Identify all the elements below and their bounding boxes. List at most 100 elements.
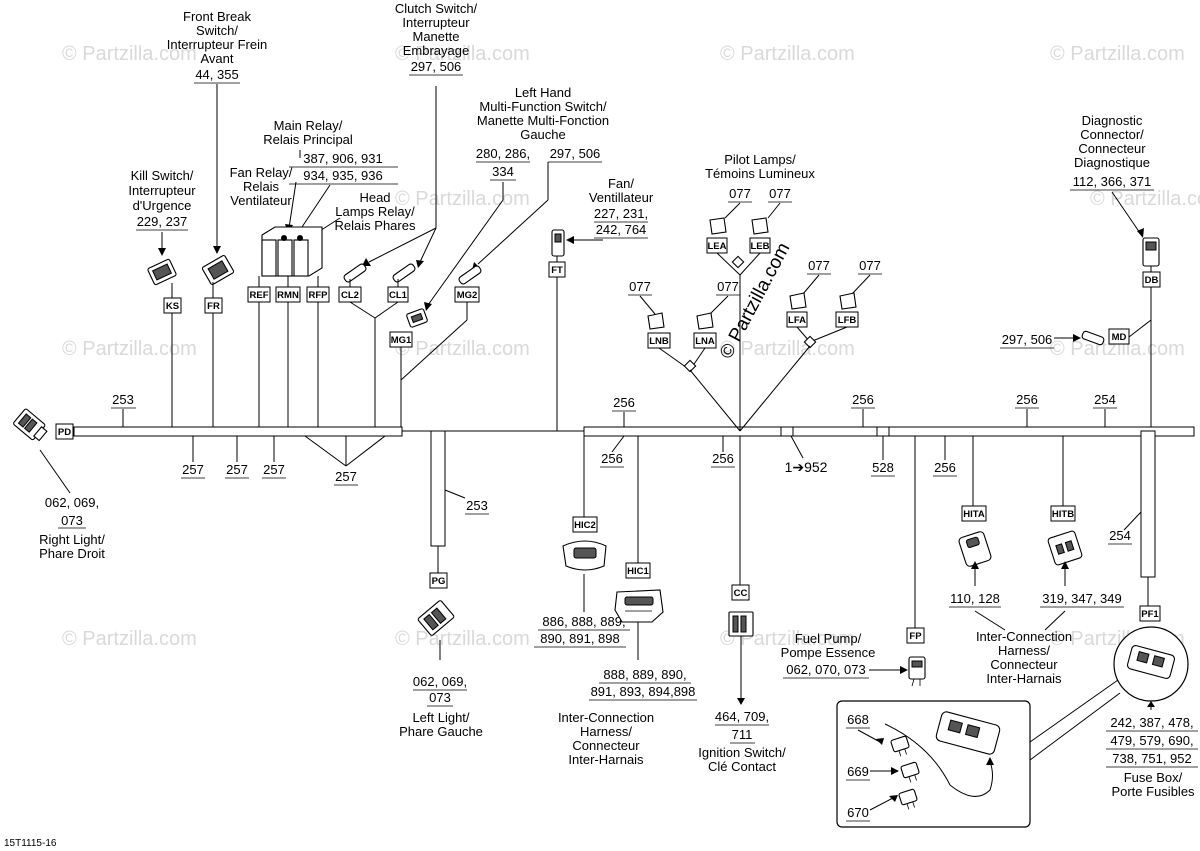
- pilot-lamps-group: Pilot Lamps/ Témoins Lumineux 077 077 LE…: [628, 152, 882, 432]
- fuse-670: 670: [847, 805, 869, 820]
- pilot-077: 077: [859, 258, 881, 273]
- tag-pg: PG: [432, 576, 446, 587]
- tag-db: DB: [1145, 275, 1159, 286]
- left-hand-label: Manette Multi-Fonction: [477, 113, 609, 128]
- harness-257: 257: [226, 462, 248, 477]
- fan-relay-label: Ventilateur: [230, 193, 292, 208]
- hic2-parts: 886, 888, 889,: [542, 614, 625, 629]
- pilot-077: 077: [629, 279, 651, 294]
- fuel-pump-parts: 062, 070, 073: [786, 662, 866, 677]
- fuse-669: 669: [847, 764, 869, 779]
- harness-ref: 1➔952: [785, 459, 828, 475]
- right-light-parts: 073: [61, 513, 83, 528]
- pilot-lamps-label: Pilot Lamps/: [724, 152, 796, 167]
- head-relay-label: Head: [359, 190, 390, 205]
- fuse-box-label: Porte Fusibles: [1111, 784, 1195, 799]
- tag-hitb: HITB: [1052, 509, 1074, 520]
- tag-lfa: LFA: [788, 315, 806, 326]
- ignition-label: Ignition Switch/: [698, 745, 786, 760]
- head-relay-label: Lamps Relay/: [335, 204, 415, 219]
- fan-label: Ventillateur: [589, 190, 654, 205]
- tag-fp: FP: [909, 631, 922, 642]
- harness-256: 256: [934, 460, 956, 475]
- watermark: © Partzilla.com: [395, 188, 530, 210]
- tag-ref: REF: [250, 290, 269, 301]
- diagnostic-label: Diagnostic: [1082, 113, 1143, 128]
- kill-switch-label: Kill Switch/: [131, 168, 194, 183]
- right-light-label: Phare Droit: [39, 546, 105, 561]
- fan-relay-label: Relais: [243, 179, 280, 194]
- fan-label: Fan/: [608, 176, 634, 191]
- tag-fr: FR: [207, 301, 220, 312]
- interconn-left-label: Inter-Harnais: [568, 752, 644, 767]
- watermark: © Partzilla.com: [62, 338, 197, 360]
- right-light-connector: PD 062, 069, 073 Right Light/ Phare Droi…: [13, 408, 105, 561]
- front-brake-parts: 44, 355: [195, 67, 238, 82]
- left-light-parts: 062, 069,: [413, 674, 467, 689]
- diagnostic-label: Diagnostique: [1074, 155, 1150, 170]
- harness-257: 257: [335, 469, 357, 484]
- watermark: © Partzilla.com: [395, 628, 530, 650]
- right-light-label: Right Light/: [39, 532, 105, 547]
- tag-mg1: MG1: [391, 335, 412, 346]
- tag-hic1: HIC1: [627, 566, 649, 577]
- interconnection-right-group: HITA 110, 128 HITB 319, 347, 349 Inter-C…: [949, 436, 1124, 686]
- watermark: © Partzilla.com: [395, 338, 530, 360]
- pilot-077: 077: [808, 258, 830, 273]
- fan-parts: 242, 764: [596, 222, 647, 237]
- tag-md: MD: [1112, 332, 1127, 343]
- hic2-parts: 890, 891, 898: [540, 631, 620, 646]
- main-relay-parts: 934, 935, 936: [303, 168, 383, 183]
- tag-lna: LNA: [695, 336, 715, 347]
- harness-256: 256: [1016, 392, 1038, 407]
- main-relay-label: Main Relay/: [274, 118, 343, 133]
- diagnostic-parts: 112, 366, 371: [1073, 174, 1152, 189]
- hic1-parts: 891, 893, 894,898: [591, 684, 696, 699]
- tag-rfp: RFP: [309, 290, 329, 301]
- fuse-box-label: Fuse Box/: [1124, 770, 1183, 785]
- harness-256: 256: [852, 392, 874, 407]
- md-parts: 297, 506: [1002, 332, 1053, 347]
- kill-switch-label: Interrupteur: [128, 183, 196, 198]
- main-harness: [70, 426, 1195, 578]
- left-hand-parts: 334: [492, 164, 514, 179]
- kill-switch-group: Kill Switch/ Interrupteur d'Urgence 229,…: [128, 168, 196, 427]
- tag-cl1: CL1: [389, 290, 408, 301]
- pilot-077: 077: [717, 279, 739, 294]
- fuse-box-parts: 479, 579, 690,: [1110, 733, 1193, 748]
- fuse-668: 668: [847, 712, 869, 727]
- left-light-group: PG 062, 069, 073 Left Light/ Phare Gauch…: [399, 546, 483, 739]
- interconn-left-label: Inter-Connection: [558, 710, 654, 725]
- figure-code: 15T1115-16: [4, 838, 57, 849]
- tag-pf1: PF1: [1141, 609, 1159, 620]
- left-light-label: Phare Gauche: [399, 724, 483, 739]
- kill-switch-parts: 229, 237: [137, 214, 188, 229]
- left-hand-switch-group: Left Hand Multi-Function Switch/ Manette…: [389, 85, 609, 427]
- hita-parts: 110, 128: [950, 591, 1000, 606]
- front-brake-group: Front Break Switch/ Interrupteur Frein A…: [167, 9, 267, 427]
- fuel-pump-label: Pompe Essence: [781, 645, 876, 660]
- fan-group: Fan/ Ventillateur 227, 231, 242, 764 FT: [548, 176, 654, 431]
- watermark: © Partzilla.com: [720, 43, 855, 65]
- interconn-right-label: Harness/: [998, 643, 1050, 658]
- pilot-lamps-label: Témoins Lumineux: [705, 166, 815, 181]
- harness-257: 257: [263, 462, 285, 477]
- interconn-right-label: Inter-Harnais: [986, 671, 1062, 686]
- clutch-label: Clutch Switch/: [395, 1, 478, 16]
- watermark: © Partzilla.com: [1050, 43, 1185, 65]
- fan-relay-label: Fan Relay/: [230, 165, 293, 180]
- diagnostic-group: Diagnostic Connector/ Connecteur Diagnos…: [1000, 113, 1161, 427]
- harness-257: 257: [182, 462, 204, 477]
- fuse-box-parts: 738, 751, 952: [1112, 751, 1192, 766]
- fuse-box-parts: 242, 387, 478,: [1110, 715, 1193, 730]
- interconnection-left-group: HIC2 886, 888, 889, 890, 891, 898 HIC1 8…: [534, 436, 697, 767]
- clutch-parts: 297, 506: [411, 59, 462, 74]
- harness-253: 253: [466, 498, 488, 513]
- clutch-group: Clutch Switch/ Interrupteur Manette Embr…: [338, 1, 478, 427]
- tag-cc: CC: [734, 588, 748, 599]
- harness-256: 256: [712, 451, 734, 466]
- left-hand-parts: 280, 286,: [476, 146, 530, 161]
- front-brake-label: Interrupteur Frein: [167, 37, 267, 52]
- left-light-label: Left Light/: [412, 710, 469, 725]
- tag-mg2: MG2: [457, 290, 478, 301]
